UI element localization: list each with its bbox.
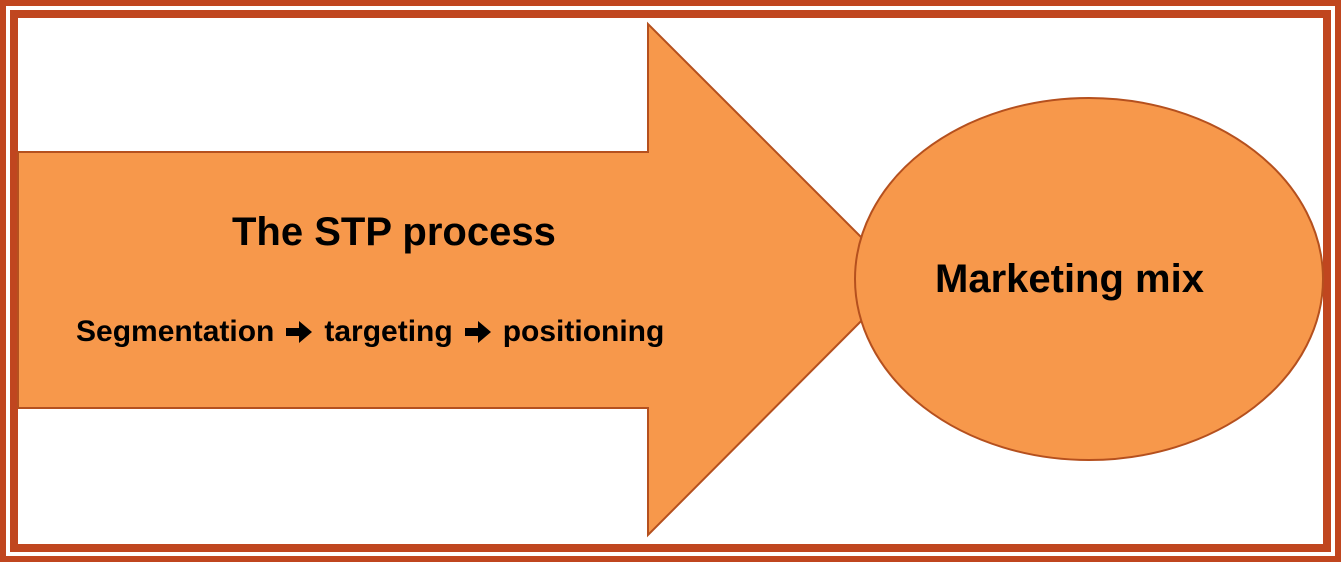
right-arrow-icon (284, 319, 314, 345)
marketing-mix-label: Marketing mix (935, 257, 1204, 301)
stp-steps: Segmentation targeting positioning (76, 315, 664, 349)
marketing-mix-ellipse (854, 97, 1324, 461)
step-positioning: positioning (502, 315, 665, 348)
inner-border (10, 10, 1331, 552)
step-targeting: targeting (324, 315, 453, 348)
step-segmentation: Segmentation (76, 315, 275, 348)
stp-process-title: The STP process (232, 210, 556, 254)
stp-block-arrow (17, 21, 905, 538)
right-arrow-icon (463, 319, 493, 345)
